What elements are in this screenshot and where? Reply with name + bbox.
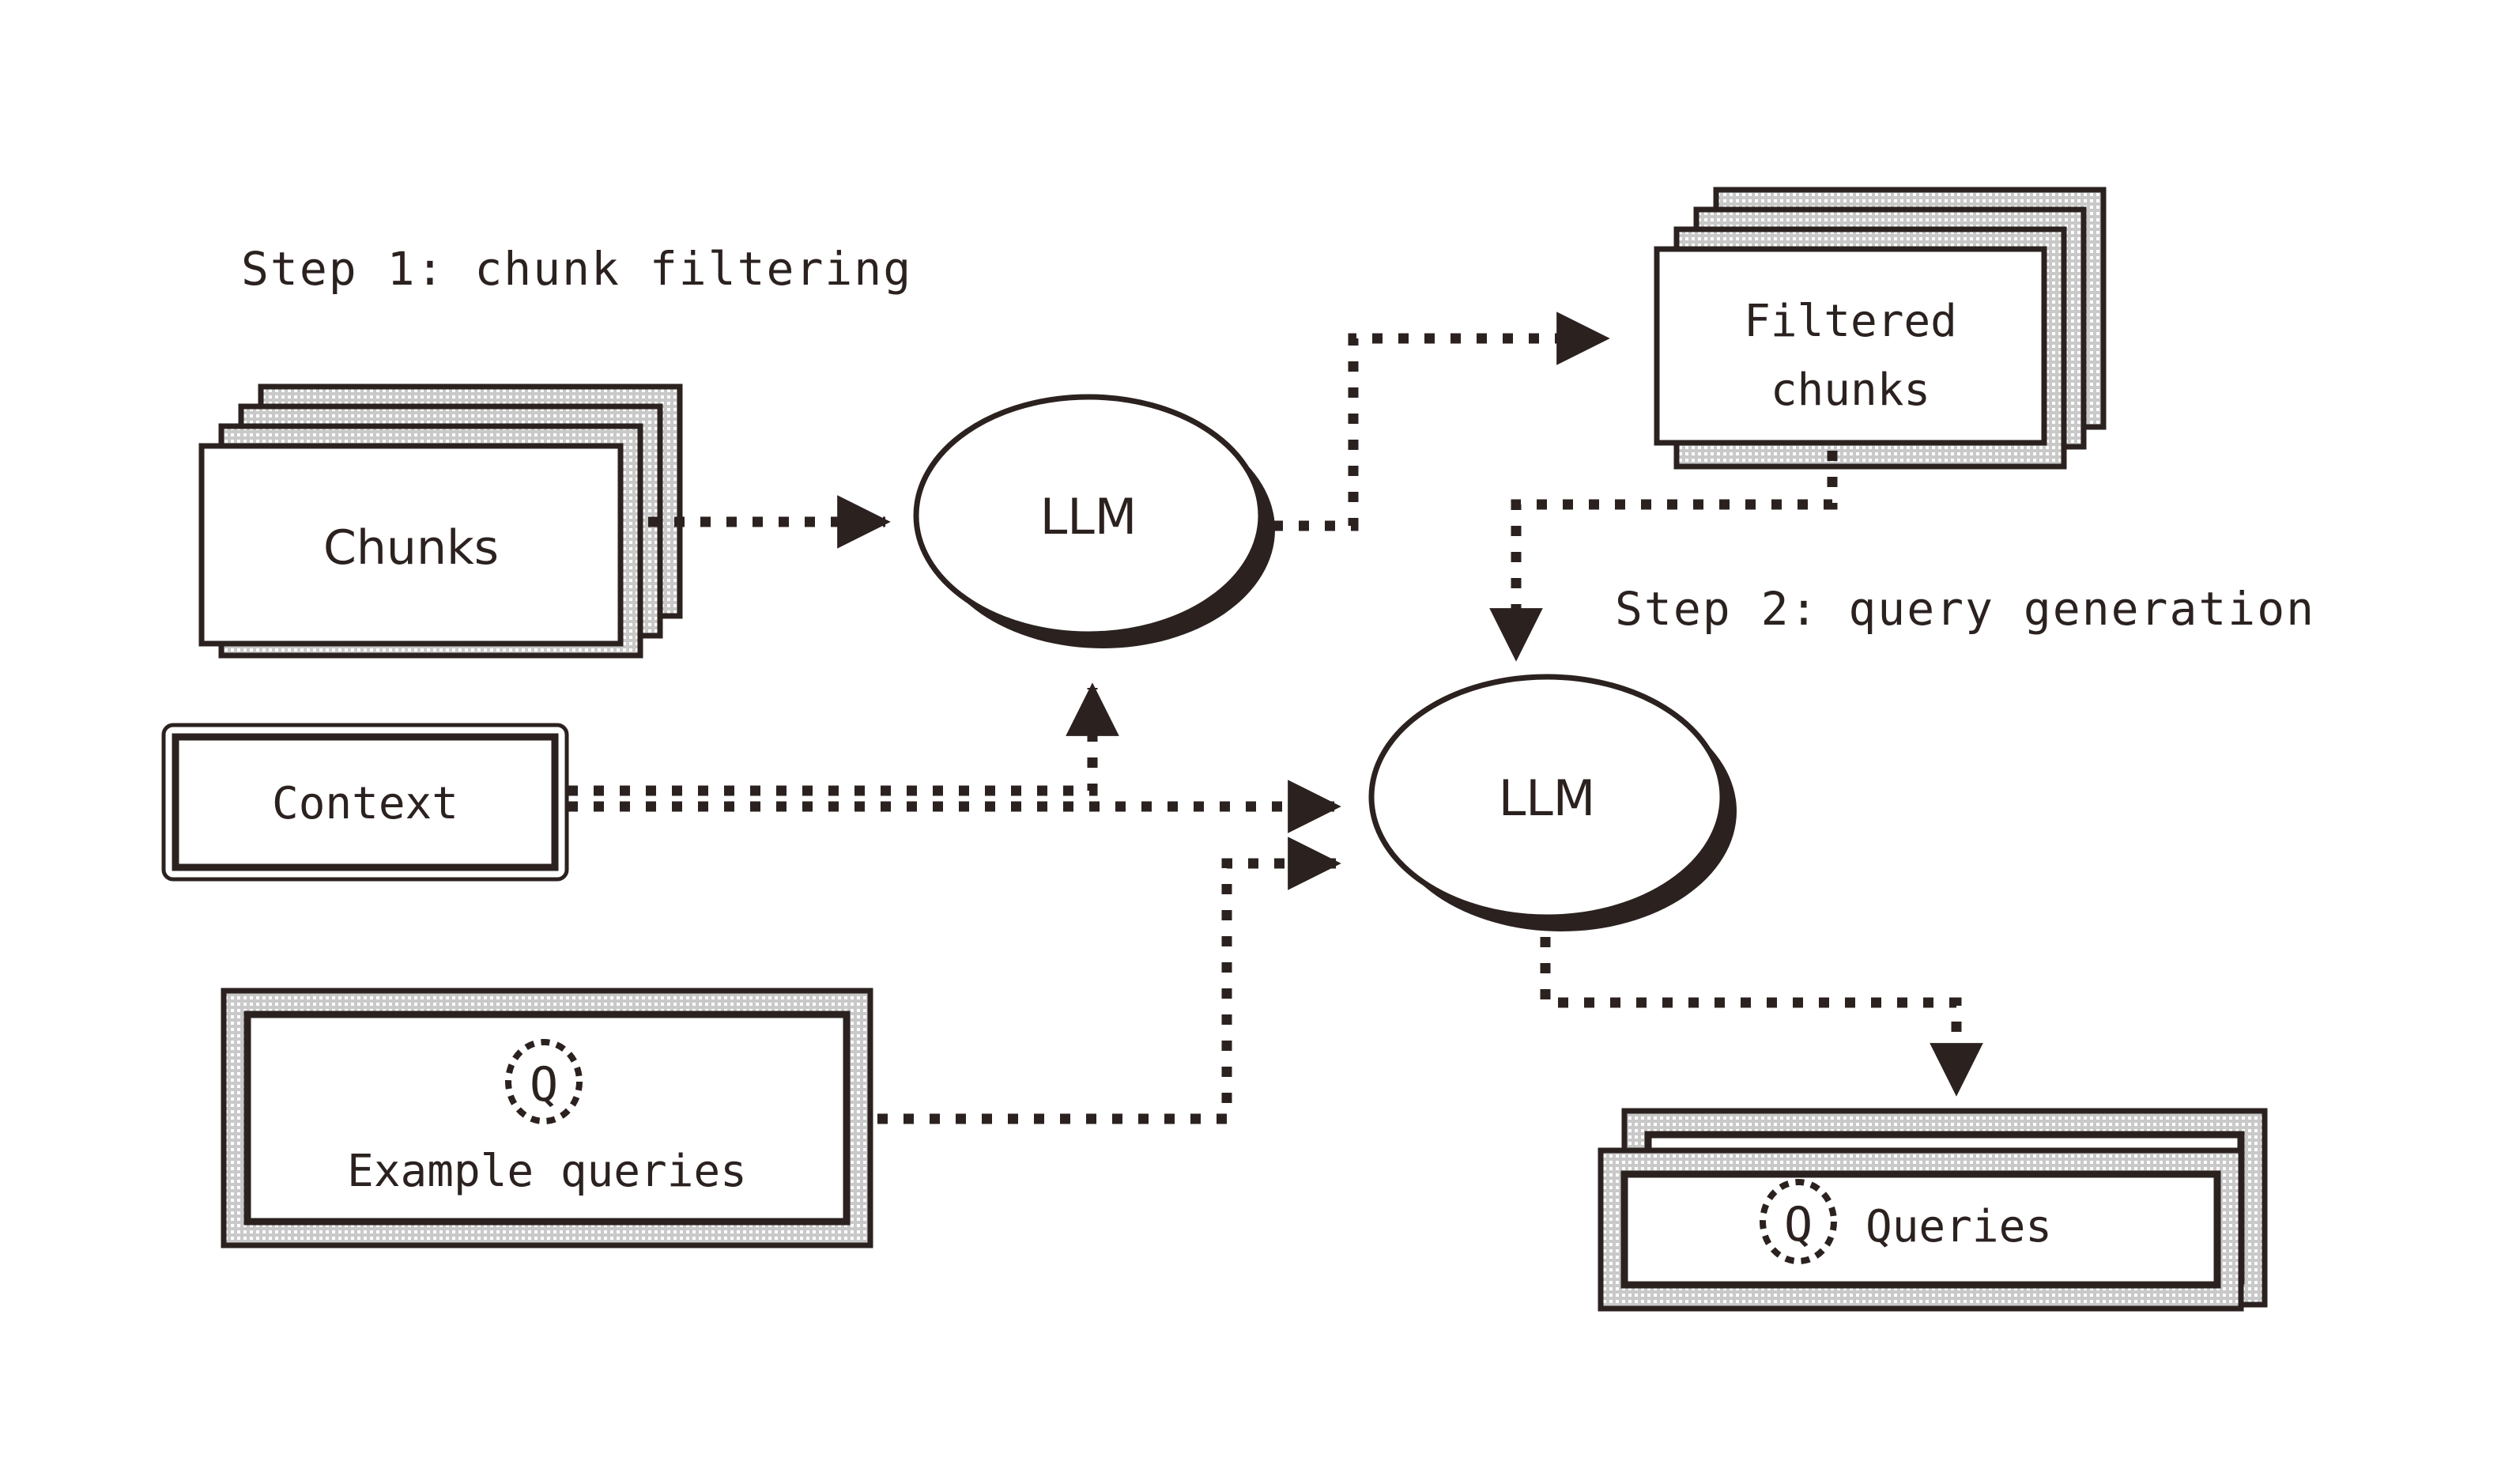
edge-llm2-to-queries xyxy=(1540,937,1983,1097)
node-llm2[interactable]: LLM xyxy=(1368,674,1737,931)
node-context[interactable]: Context xyxy=(161,723,569,882)
context-label: Context xyxy=(272,778,458,829)
node-llm1[interactable]: LLM xyxy=(913,394,1275,648)
example-queries-label: Example queries xyxy=(347,1146,747,1197)
step2-label: Step 2: query generation xyxy=(1615,582,2315,636)
llm1-body xyxy=(913,394,1264,637)
queries-inner-panel-front xyxy=(1620,1170,2221,1289)
question-badge-icon: Q xyxy=(1760,1179,1837,1264)
context-inner-frame xyxy=(172,733,559,871)
edge-filtered-chunks-to-llm2 xyxy=(1489,451,1838,662)
llm1-label: LLM xyxy=(1040,488,1137,546)
edge-llm1-to-filtered-chunks xyxy=(1273,312,1610,531)
llm2-body xyxy=(1368,674,1726,920)
svg-text:Q: Q xyxy=(1784,1197,1813,1252)
chunks-label: Chunks xyxy=(323,520,499,576)
edge-example-queries-to-llm2 xyxy=(877,837,1341,1124)
question-badge-icon: Q xyxy=(505,1039,583,1124)
filtered-chunks-label-line2: chunks xyxy=(1771,365,1930,416)
filtered-chunks-label-line1: Filtered xyxy=(1744,296,1957,347)
svg-text:Q: Q xyxy=(530,1057,558,1112)
queries-label: Queries xyxy=(1865,1201,2052,1252)
node-chunks[interactable]: Chunks xyxy=(198,383,683,659)
filtered-card-front xyxy=(1654,246,2047,446)
edge-context-to-llm1 xyxy=(568,682,1119,796)
step1-label: Step 1: chunk filtering xyxy=(241,242,912,296)
node-queries[interactable]: Q Queries xyxy=(1598,1108,2268,1312)
llm2-label: LLM xyxy=(1499,769,1596,827)
chunks-card-front xyxy=(198,443,624,647)
node-example-queries[interactable]: Q Example queries xyxy=(221,988,873,1248)
node-filtered-chunks[interactable]: Filtered chunks xyxy=(1654,187,2107,470)
